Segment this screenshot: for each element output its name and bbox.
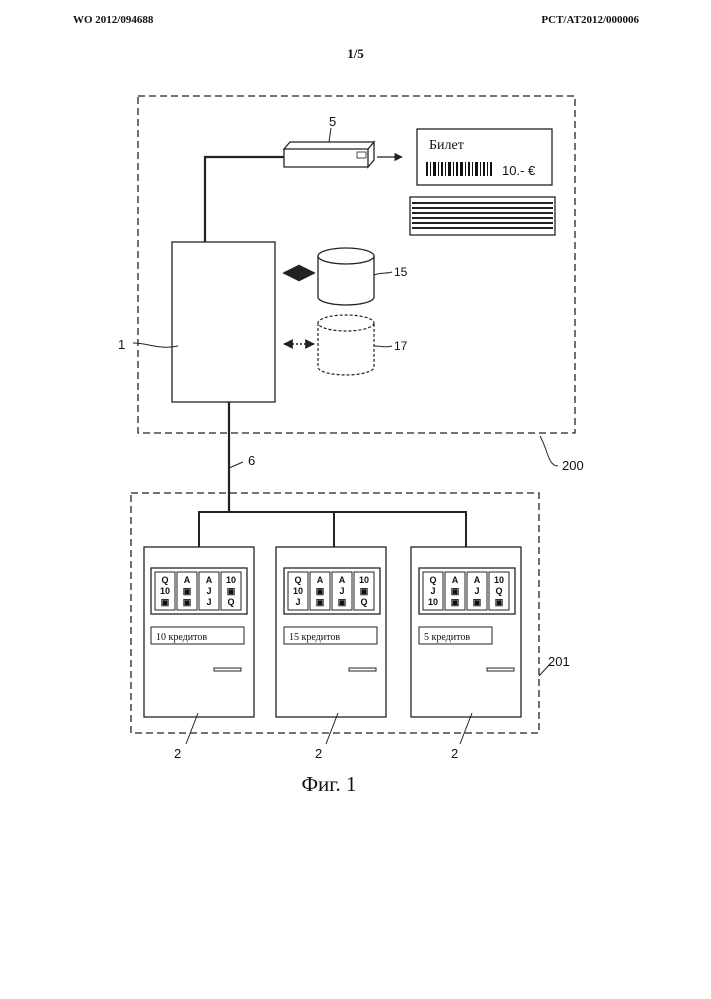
- m1-symbol: A: [206, 575, 213, 585]
- link-6-leader: [229, 462, 243, 468]
- db17-leader: [374, 346, 392, 347]
- figure-caption: Фиг. 1: [301, 772, 356, 796]
- ticket-amount: 10.- €: [502, 163, 536, 178]
- m1-symbol: J: [206, 586, 211, 596]
- m3-symbol: ▣: [451, 586, 460, 596]
- m3-symbol: 10: [428, 597, 438, 607]
- m2-symbol: Q: [294, 575, 301, 585]
- machine-3-credits: 5 кредитов: [424, 632, 470, 643]
- server-unit: [172, 242, 275, 402]
- machine-2-credits: 15 кредитов: [289, 632, 340, 643]
- m1-symbol: ▣: [183, 586, 192, 596]
- link-6-label: 6: [248, 453, 255, 468]
- m3-symbol: J: [474, 586, 479, 596]
- m1-symbol: ▣: [183, 597, 192, 607]
- db15-label: 15: [394, 265, 408, 279]
- m3-symbol: ▣: [473, 597, 482, 607]
- m2-symbol: J: [295, 597, 300, 607]
- m2-symbol: J: [339, 586, 344, 596]
- m2-symbol: 10: [293, 586, 303, 596]
- m3-symbol: A: [452, 575, 459, 585]
- printer-label: 5: [329, 114, 336, 129]
- m1-symbol: ▣: [161, 597, 170, 607]
- group-200-label: 200: [562, 458, 584, 473]
- m2-symbol: A: [317, 575, 324, 585]
- m2-symbol: ▣: [338, 597, 347, 607]
- gaming-machine-3: Q J 10 A ▣ ▣ A J ▣ 10 Q ▣ 5 кредитов: [411, 547, 521, 717]
- m1-symbol: Q: [161, 575, 168, 585]
- m1-symbol: 10: [160, 586, 170, 596]
- machine-2-slot: [349, 668, 376, 671]
- database-15: [318, 248, 374, 305]
- machine-2-label: 2: [315, 746, 322, 761]
- m3-symbol: ▣: [451, 597, 460, 607]
- server-leader: [133, 343, 178, 347]
- machine-3-slot: [487, 668, 514, 671]
- machine-2-leader: [326, 713, 338, 744]
- group-200-leader: [540, 436, 558, 466]
- m3-symbol: Q: [495, 586, 502, 596]
- m3-symbol: Q: [429, 575, 436, 585]
- m1-symbol: A: [184, 575, 191, 585]
- ticket-title: Билет: [429, 138, 464, 153]
- m2-symbol: ▣: [316, 586, 325, 596]
- printer-leader: [329, 128, 331, 142]
- machine-1-credits: 10 кредитов: [156, 632, 207, 643]
- machine-1-slot: [214, 668, 241, 671]
- machine-bus: [199, 512, 466, 547]
- m2-symbol: 10: [359, 575, 369, 585]
- gaming-machine-1: Q 10 ▣ A ▣ ▣ A J J 10 ▣ Q 10 кредитов: [144, 547, 254, 717]
- m3-symbol: A: [474, 575, 481, 585]
- machine-3-leader: [460, 713, 472, 744]
- server-printer-link: [205, 157, 284, 242]
- m3-symbol: 10: [494, 575, 504, 585]
- m2-symbol: A: [339, 575, 346, 585]
- db17-label: 17: [394, 339, 408, 353]
- database-17: [318, 315, 374, 375]
- machine-3-label: 2: [451, 746, 458, 761]
- m1-symbol: Q: [227, 597, 234, 607]
- db15-leader: [374, 272, 392, 275]
- m2-symbol: Q: [360, 597, 367, 607]
- m3-symbol: J: [430, 586, 435, 596]
- machine-1-leader: [186, 713, 198, 744]
- gaming-machine-2: Q 10 J A ▣ ▣ A J ▣ 10 ▣ Q 15 кредитов: [276, 547, 386, 717]
- m1-symbol: J: [206, 597, 211, 607]
- server-label: 1: [118, 337, 125, 352]
- m2-symbol: ▣: [316, 597, 325, 607]
- printer-slot: [357, 152, 366, 158]
- m1-symbol: ▣: [227, 586, 236, 596]
- m1-symbol: 10: [226, 575, 236, 585]
- machine-1-label: 2: [174, 746, 181, 761]
- m3-symbol: ▣: [495, 597, 504, 607]
- m2-symbol: ▣: [360, 586, 369, 596]
- group-201-label: 201: [548, 654, 570, 669]
